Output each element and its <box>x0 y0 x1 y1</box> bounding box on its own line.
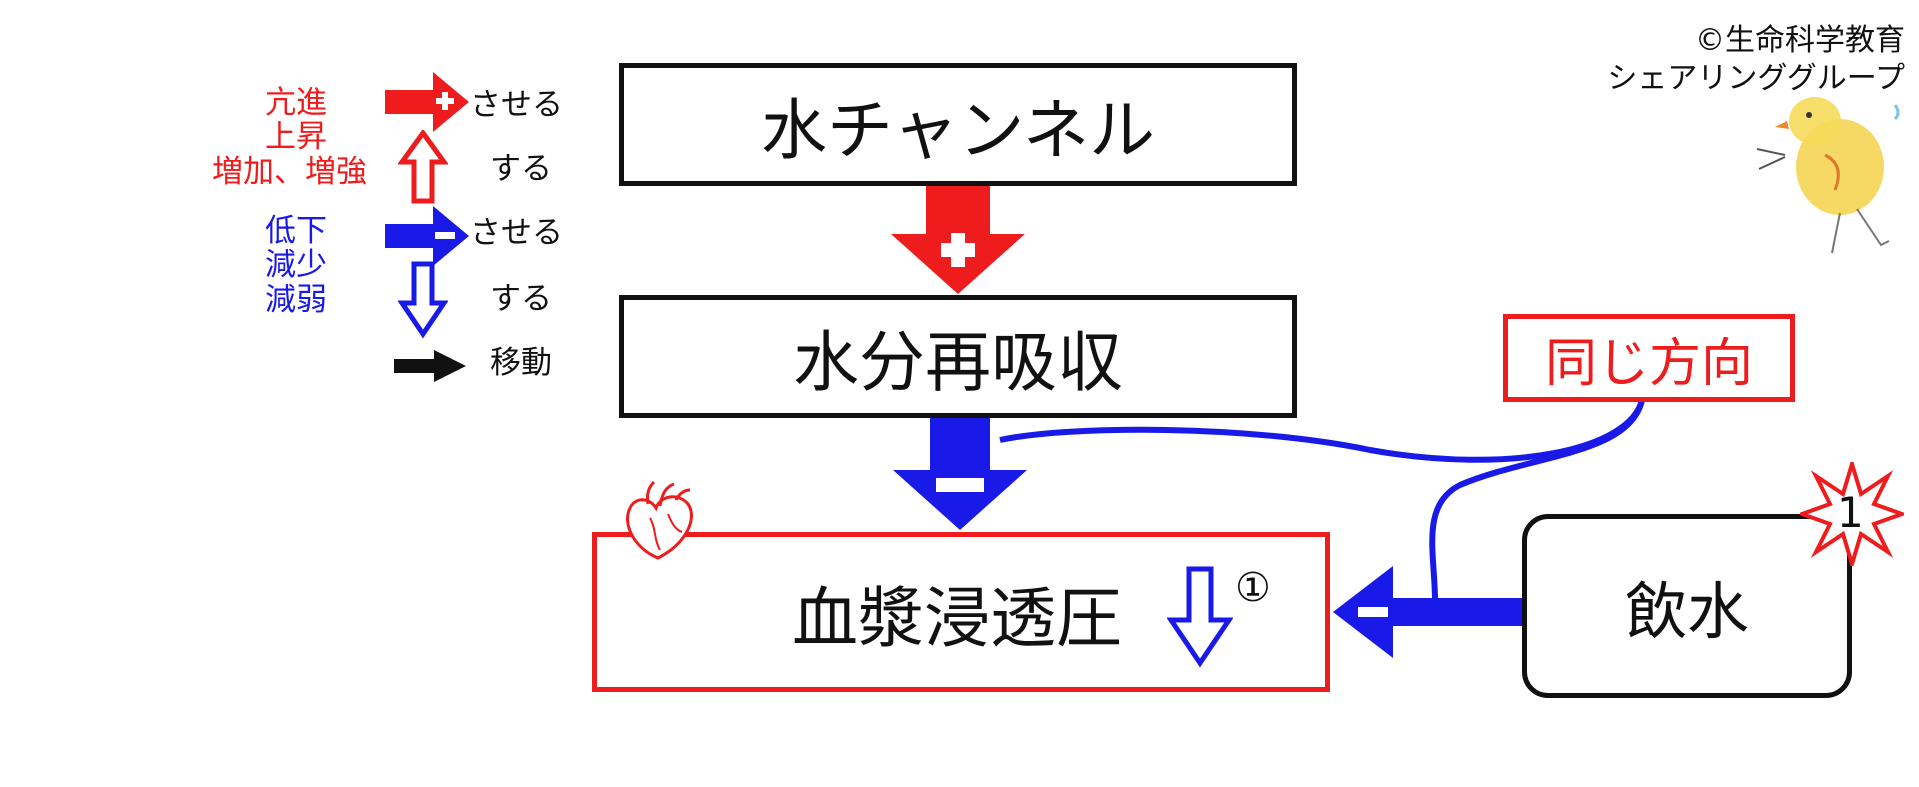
water-channel-box: 水チャンネル <box>619 63 1297 186</box>
up-arrow-icon <box>398 130 448 204</box>
same-direction-connector <box>999 399 1645 601</box>
down-arrow-icon <box>398 261 448 339</box>
credit-line-1: ©生命科学教育 <box>1695 23 1905 58</box>
water-channel-label: 水チャンネル <box>760 91 1156 169</box>
legend-move-label: 移動 <box>490 345 552 381</box>
move-arrow-icon <box>394 350 466 382</box>
legend-word-decrease: 減少 <box>265 247 327 283</box>
water-reabsorption-box: 水分再吸収 <box>619 295 1297 418</box>
starburst-badge-label: 1 <box>1837 488 1864 537</box>
plus-down-arrow-icon <box>891 186 1025 294</box>
plasma-osmotic-mark: ① <box>1235 565 1271 611</box>
legend-make-label-2: させる <box>470 215 563 251</box>
minus-left-arrow-icon <box>1333 566 1525 658</box>
legend-make-label-1: させる <box>470 87 563 123</box>
legend-do-label-2: する <box>490 281 552 317</box>
credit-line-2: シェアリンググループ <box>1607 61 1905 96</box>
minus-down-arrow-icon <box>893 418 1027 530</box>
same-direction-box: 同じ方向 <box>1503 314 1795 402</box>
down-arrow-icon <box>1167 566 1233 667</box>
plus-arrow-icon <box>385 72 469 132</box>
drinking-box: 飲水 <box>1522 514 1852 698</box>
same-direction-label: 同じ方向 <box>1544 333 1753 394</box>
chick-illustration <box>1756 97 1900 254</box>
water-reabsorption-label: 水分再吸収 <box>793 323 1123 401</box>
legend-word-hyperfunction: 亢進 <box>265 85 327 121</box>
heart-icon <box>626 480 693 560</box>
legend-word-increase: 増加、増強 <box>212 154 367 190</box>
legend-word-weaken: 減弱 <box>265 282 327 318</box>
legend-word-rise: 上昇 <box>265 119 327 155</box>
legend-word-decline: 低下 <box>265 213 327 249</box>
minus-arrow-icon <box>385 206 469 266</box>
starburst-icon <box>1800 462 1904 566</box>
plasma-osmotic-label: 血漿浸透圧 <box>792 580 1122 657</box>
drinking-label: 飲水 <box>1624 575 1749 648</box>
legend-do-label-1: する <box>490 151 552 187</box>
credit: ©生命科学教育 シェアリンググループ <box>1607 22 1905 98</box>
plasma-osmotic-box: 血漿浸透圧 ① <box>592 532 1330 692</box>
